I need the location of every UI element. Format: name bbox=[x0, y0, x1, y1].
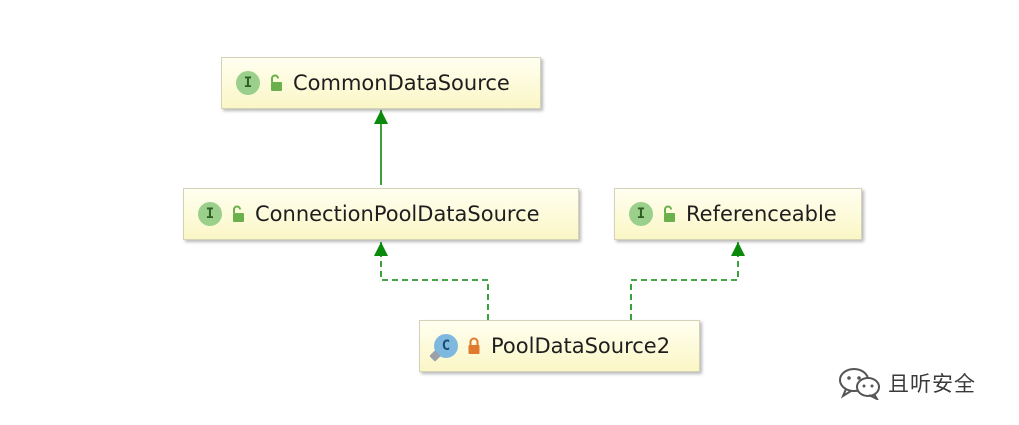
edge-implements-connectionpool bbox=[374, 242, 489, 320]
class-badge-letter: C bbox=[441, 338, 451, 354]
node-label: CommonDataSource bbox=[293, 71, 510, 95]
node-referenceable[interactable]: I Referenceable bbox=[614, 188, 862, 240]
watermark-text: 且听安全 bbox=[888, 372, 976, 396]
open-lock-icon bbox=[233, 205, 244, 222]
watermark: 且听安全 bbox=[838, 366, 976, 400]
node-pool-data-source2[interactable]: C PoolDataSource2 bbox=[419, 320, 700, 372]
node-label: Referenceable bbox=[686, 202, 837, 226]
node-label: ConnectionPoolDataSource bbox=[255, 202, 540, 226]
open-lock-icon bbox=[664, 205, 675, 222]
wechat-icon bbox=[839, 368, 880, 400]
node-common-data-source[interactable]: I CommonDataSource bbox=[221, 57, 541, 109]
interface-icon: I bbox=[236, 71, 260, 95]
interface-icon: I bbox=[198, 202, 222, 226]
closed-lock-icon bbox=[468, 337, 480, 354]
pin-icon bbox=[429, 350, 441, 362]
edge-implements-referenceable bbox=[630, 242, 745, 320]
node-connection-pool-data-source[interactable]: I ConnectionPoolDataSource bbox=[183, 188, 579, 240]
open-lock-icon bbox=[271, 74, 282, 91]
node-label: PoolDataSource2 bbox=[491, 334, 671, 358]
interface-icon: I bbox=[629, 202, 653, 226]
class-icon: C bbox=[429, 334, 458, 362]
